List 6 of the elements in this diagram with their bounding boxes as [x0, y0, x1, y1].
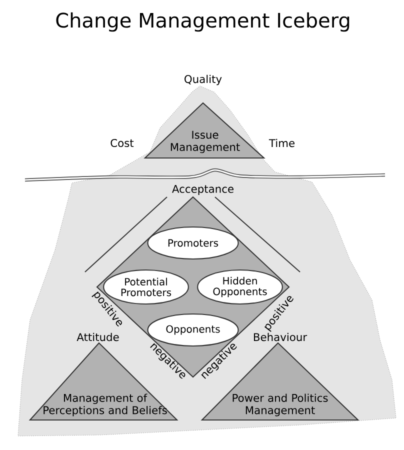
label: Behaviour [254, 332, 308, 342]
label: Cost [110, 138, 134, 148]
label: Attitude [76, 332, 119, 342]
title: Change Management Iceberg [56, 12, 350, 32]
label: Quality [184, 74, 222, 86]
label: Acceptance [172, 185, 234, 195]
